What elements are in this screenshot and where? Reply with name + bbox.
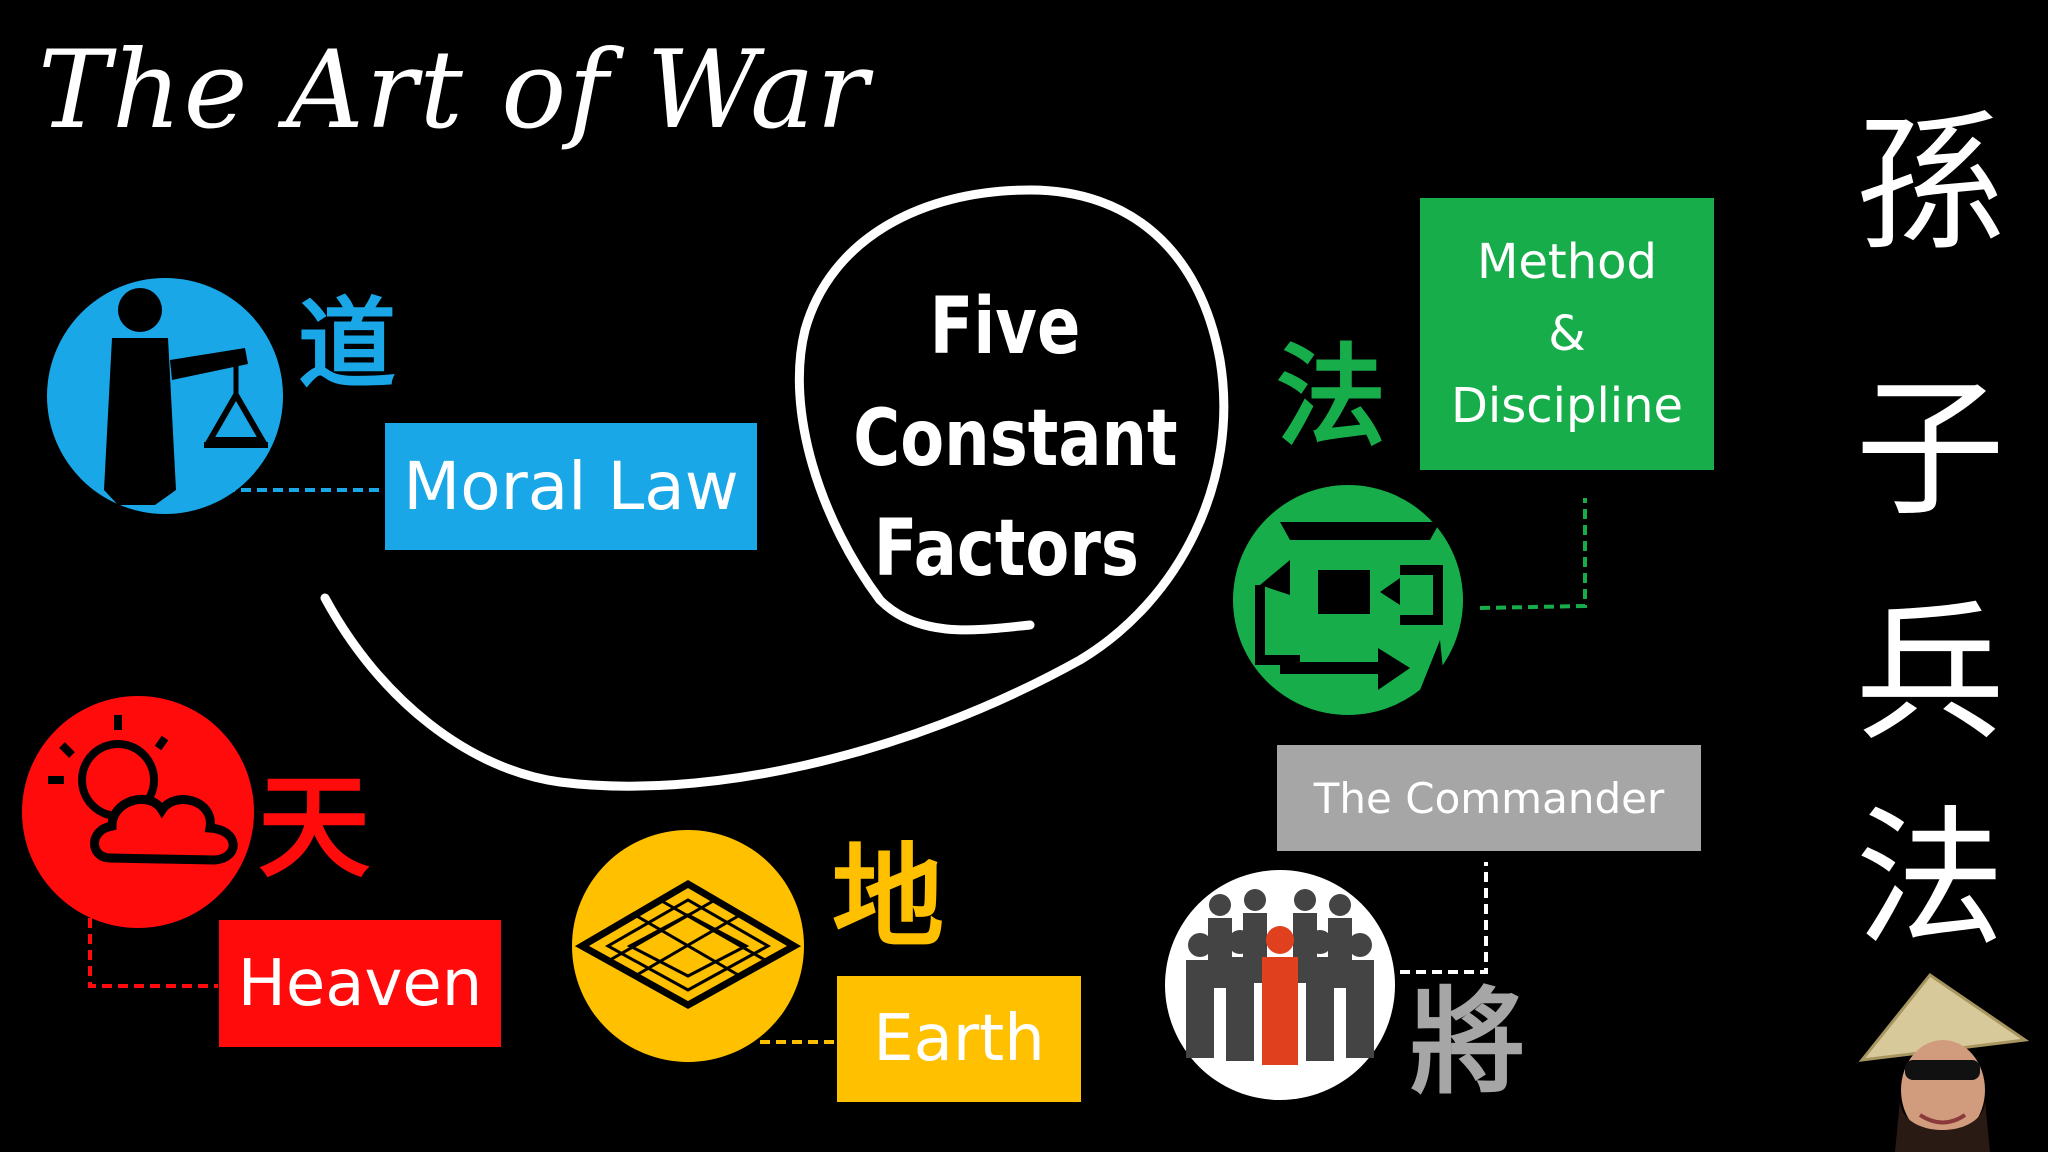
earth-label: Earth <box>873 1002 1045 1076</box>
vertical-title-char-2: 子 <box>1855 363 2006 537</box>
heaven-connector <box>88 918 218 988</box>
method-label-line1: Method <box>1476 234 1658 290</box>
heaven-label: Heaven <box>237 946 483 1021</box>
moral-law-label-box: Moral Law <box>385 423 757 550</box>
earth-terrain-icon <box>572 830 804 1062</box>
center-title-line2: Constant <box>853 394 1178 484</box>
earth-hanzi: 地 <box>832 832 944 963</box>
vertical-title-char-1: 孫 <box>1855 98 2006 272</box>
vertical-title-char-4: 法 <box>1855 793 2006 967</box>
method-label-line3: Discipline <box>1450 378 1684 434</box>
heaven-label-box: Heaven <box>219 920 501 1047</box>
method-hanzi: 法 <box>1276 332 1386 461</box>
moral-law-hanzi: 道 <box>298 287 397 402</box>
commander-label: The Commander <box>1313 773 1665 823</box>
moral-law-label: Moral Law <box>403 448 739 525</box>
slide-title: The Art of War <box>38 28 871 153</box>
moral-law-scale-icon <box>47 278 283 514</box>
commander-label-box: The Commander <box>1277 745 1701 851</box>
method-label-line2: & <box>1548 306 1586 362</box>
vertical-title-char-3: 兵 <box>1855 588 2006 762</box>
method-process-icon <box>1233 485 1463 715</box>
center-title-line3: Factors <box>873 504 1139 594</box>
method-discipline-label-box: Method & Discipline <box>1420 198 1714 470</box>
commander-connector <box>1400 862 1488 974</box>
commander-team-icon <box>1165 870 1395 1100</box>
heaven-weather-icon <box>22 696 254 928</box>
center-title-line1: Five <box>929 282 1081 372</box>
swoosh-loop-line <box>320 185 1229 791</box>
method-connector <box>1479 498 1587 610</box>
heaven-hanzi: 天 <box>258 762 370 893</box>
earth-label-box: Earth <box>837 976 1081 1102</box>
commander-hanzi: 將 <box>1410 975 1526 1110</box>
